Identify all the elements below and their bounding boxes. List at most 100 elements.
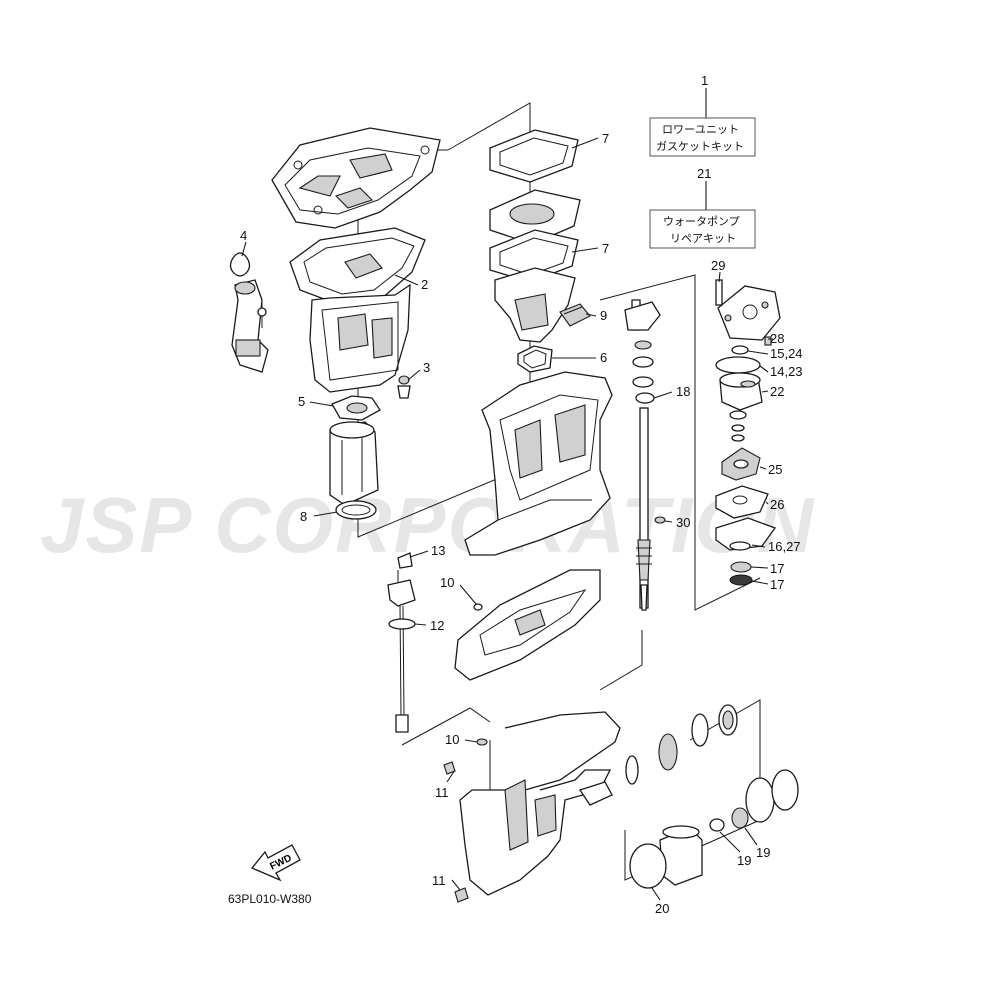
callout-label-14-23: 14,23 <box>770 364 803 379</box>
callout-label-19a: 19 <box>737 853 751 868</box>
pump-housing-top <box>715 279 781 341</box>
callout-label-28: 28 <box>770 331 784 346</box>
callout-6: 6 <box>552 350 607 365</box>
lower-gearcase <box>459 711 621 896</box>
part-10-lower-bolt <box>476 738 488 746</box>
exhaust-guide-plate <box>271 127 441 229</box>
callout-7-lower: 7 <box>571 241 609 256</box>
part-5-gasket <box>331 395 381 421</box>
callout-13: 13 <box>409 543 445 558</box>
callout-2: 2 <box>394 274 428 292</box>
upper-casing <box>309 283 411 393</box>
callout-label-17a: 17 <box>770 561 784 576</box>
callout-label-20: 20 <box>655 901 669 916</box>
callout-11-upper: 11 <box>435 769 456 800</box>
callout-22: 22 <box>761 384 784 399</box>
callout-label-15-24: 15,24 <box>770 346 803 361</box>
callout-11-lower: 11 <box>432 873 461 891</box>
kit-21-line1: ウォータポンプ <box>663 215 740 228</box>
callout-14-23: 14,23 <box>759 364 803 379</box>
callout-29: 29 <box>711 258 725 283</box>
kit-number-1: 1 <box>701 73 708 88</box>
callout-label-13: 13 <box>431 543 445 558</box>
part-28-bolt <box>764 336 772 346</box>
callout-label-2: 2 <box>421 277 428 292</box>
part-25-impeller <box>721 447 761 481</box>
upper-case <box>464 371 613 556</box>
callout-label-4: 4 <box>240 228 247 243</box>
shift-rod-assembly <box>387 552 416 733</box>
callout-15-24: 15,24 <box>747 346 803 361</box>
callout-30: 30 <box>664 515 690 530</box>
callout-label-30: 30 <box>676 515 690 530</box>
callout-12: 12 <box>414 618 444 633</box>
part-11-drain-screw <box>454 887 469 903</box>
callout-26: 26 <box>765 497 784 512</box>
callout-label-6: 6 <box>600 350 607 365</box>
part-4-gasket <box>229 252 251 277</box>
large-ring <box>745 769 799 823</box>
part-30-pin <box>654 516 666 524</box>
part-20-o-ring <box>629 843 667 889</box>
callout-label-9: 9 <box>600 308 607 323</box>
callout-4: 4 <box>240 228 247 257</box>
callout-10-lower: 10 <box>445 732 478 747</box>
bearing-housing <box>659 825 703 886</box>
callout-label-5: 5 <box>298 394 305 409</box>
callout-label-7b: 7 <box>602 241 609 256</box>
callout-label-8: 8 <box>300 509 307 524</box>
pump-sleeve-stack <box>729 410 747 442</box>
callout-label-10b: 10 <box>445 732 459 747</box>
callout-7-upper: 7 <box>571 131 609 149</box>
callout-label-12: 12 <box>430 618 444 633</box>
callout-label-10a: 10 <box>440 575 454 590</box>
part-22-pump-housing <box>719 372 763 411</box>
callout-label-26: 26 <box>770 497 784 512</box>
callout-label-7a: 7 <box>602 131 609 146</box>
callout-8: 8 <box>300 509 338 524</box>
kit-box-1: 1 ロワーユニット ガスケットキット <box>649 73 756 157</box>
adapter-housing <box>494 267 576 343</box>
part-6-seal-ring <box>517 345 553 373</box>
callout-18: 18 <box>653 384 690 399</box>
callout-label-18: 18 <box>676 384 690 399</box>
callout-20: 20 <box>651 887 669 916</box>
exhaust-housing-cylinder <box>329 421 379 506</box>
callout-label-16-27: 16,27 <box>768 539 801 554</box>
callout-17-lower: 17 <box>751 577 784 592</box>
part-26-plate <box>715 485 769 519</box>
callout-9: 9 <box>585 308 607 323</box>
part-7-gasket-upper <box>489 129 579 183</box>
callout-label-11b: 11 <box>432 873 446 888</box>
callout-28: 28 <box>768 331 784 346</box>
cavitation-plate <box>454 569 601 681</box>
diagram-code: 63PL010-W380 <box>228 892 312 906</box>
pipe-bracket <box>231 279 269 373</box>
part-17-seal-upper <box>730 561 752 573</box>
kit-box-21: 21 ウォータポンプ リペアキット <box>649 166 756 249</box>
part-3-grommet <box>397 375 411 399</box>
part-9-damper <box>559 303 591 327</box>
watermark-text: JSP CORPORATION <box>40 481 815 569</box>
callout-label-22: 22 <box>770 384 784 399</box>
spacer-plate <box>489 189 581 245</box>
callout-label-25: 25 <box>768 462 782 477</box>
part-19-bearing-inner <box>731 807 749 829</box>
callout-label-29: 29 <box>711 258 725 273</box>
callout-19-left: 19 <box>719 831 751 868</box>
part-7-gasket-lower <box>489 229 579 283</box>
callout-16-27: 16,27 <box>751 539 801 554</box>
callout-17-upper: 17 <box>750 561 784 576</box>
part-11-level-screw <box>443 761 456 775</box>
kit-number-21: 21 <box>697 166 711 181</box>
fwd-arrow-icon: FWD <box>250 844 301 882</box>
part-2-gasket <box>289 227 426 306</box>
callout-3: 3 <box>407 360 430 381</box>
callout-label-3: 3 <box>423 360 430 375</box>
part-14-23-seal <box>715 356 761 374</box>
part-15-24-o-ring <box>731 345 749 355</box>
part-19-bearing-outer <box>709 818 725 832</box>
callout-label-11a: 11 <box>435 785 449 800</box>
callout-19-right: 19 <box>744 827 770 860</box>
